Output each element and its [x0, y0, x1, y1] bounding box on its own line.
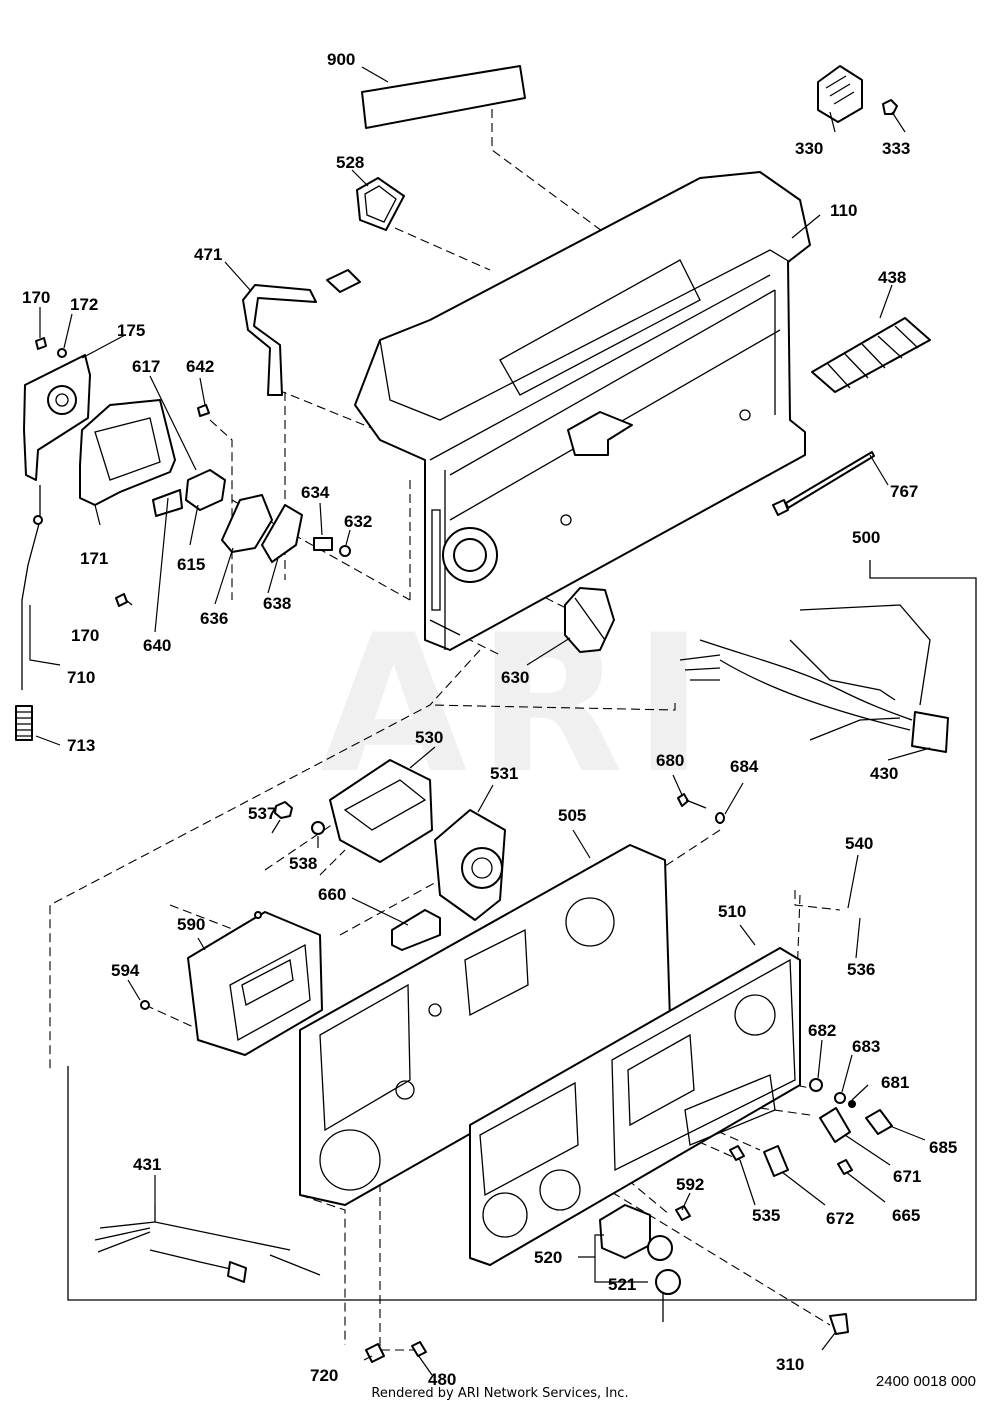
outlet-531: [434, 809, 506, 921]
spring-713: [15, 705, 33, 741]
screw-680: [677, 793, 725, 824]
switch-615: [185, 469, 226, 511]
callout-671: 671: [893, 1167, 921, 1186]
callout-638: 638: [263, 594, 291, 613]
harness-431: [94, 1205, 321, 1283]
hose-471: [242, 269, 361, 396]
callout-710: 710: [67, 668, 95, 687]
boot-438: [811, 317, 931, 393]
housing-110: [354, 171, 811, 651]
callout-310: 310: [776, 1355, 804, 1374]
decal-510: [469, 947, 801, 1266]
credit-line: Rendered by ARI Network Services, Inc.: [371, 1386, 629, 1401]
callout-682: 682: [808, 1021, 836, 1040]
outlet-530: [329, 759, 433, 863]
callout-520: 520: [534, 1248, 562, 1267]
callout-683: 683: [852, 1037, 880, 1056]
callout-labels: 900 330 333 528 110 471 438 170 172 175 …: [22, 50, 957, 1389]
callout-540: 540: [845, 834, 873, 853]
callout-630: 630: [501, 668, 529, 687]
hardware-170-172: [35, 337, 210, 607]
knob-630: [564, 587, 615, 653]
callout-634: 634: [301, 483, 330, 502]
decal-900: [361, 65, 526, 129]
diagram-id: 2400 0018 000: [875, 1373, 976, 1390]
callout-720: 720: [310, 1366, 338, 1385]
rod-710: [21, 485, 43, 690]
callout-615: 615: [177, 555, 205, 574]
callout-672: 672: [826, 1209, 854, 1228]
group-500-bracket: [67, 560, 977, 1301]
grommet-528: [356, 177, 405, 231]
callout-537: 537: [248, 804, 276, 823]
callout-536: 536: [847, 960, 875, 979]
callout-170-top: 170: [22, 288, 50, 307]
callout-110: 110: [830, 201, 857, 220]
rectifier-330: [817, 65, 863, 123]
callout-642: 642: [186, 357, 214, 376]
callout-531: 531: [490, 764, 518, 783]
callout-521: 521: [608, 1275, 636, 1294]
callout-330: 330: [795, 139, 823, 158]
cable-tie-767: [772, 451, 875, 516]
cover-171: [79, 399, 176, 506]
callout-535: 535: [752, 1206, 780, 1225]
callout-636: 636: [200, 609, 228, 628]
callout-680: 680: [656, 751, 684, 770]
callout-172: 172: [70, 295, 98, 314]
callout-713: 713: [67, 736, 95, 755]
callout-530: 530: [415, 728, 443, 747]
callout-333: 333: [882, 139, 910, 158]
callout-528: 528: [336, 153, 364, 172]
callout-685: 685: [929, 1138, 957, 1157]
gasket-638: [261, 504, 303, 563]
callout-510: 510: [718, 902, 746, 921]
callout-617: 617: [132, 357, 160, 376]
callout-900: 900: [327, 50, 355, 69]
callout-684: 684: [730, 757, 759, 776]
meter-590: [187, 911, 323, 1056]
leader-lines: [29, 66, 931, 1376]
callout-171: 171: [80, 549, 108, 568]
callout-767: 767: [890, 482, 918, 501]
callout-640: 640: [143, 636, 171, 655]
callout-505: 505: [558, 806, 586, 825]
callout-471: 471: [194, 245, 222, 264]
callout-500: 500: [852, 528, 880, 547]
callout-594: 594: [111, 961, 140, 980]
callout-681: 681: [881, 1073, 909, 1092]
hardware-right: [675, 1078, 893, 1221]
callout-538: 538: [289, 854, 317, 873]
callout-430: 430: [870, 764, 898, 783]
callout-665: 665: [892, 1206, 920, 1225]
keys-521: [647, 1235, 681, 1322]
callout-590: 590: [177, 915, 205, 934]
callout-660: 660: [318, 885, 346, 904]
callout-170-bottom: 170: [71, 626, 99, 645]
callout-592: 592: [676, 1175, 704, 1194]
nut-333: [882, 99, 898, 115]
bracket-175: [23, 354, 91, 481]
bracket-660: [391, 909, 441, 951]
callout-438: 438: [878, 268, 906, 287]
spring-634: [313, 537, 333, 551]
callout-175: 175: [117, 321, 145, 340]
callout-632: 632: [344, 512, 372, 531]
nut-594: [140, 1000, 150, 1010]
harness-430: [679, 604, 949, 753]
key-switch-520: [599, 1204, 651, 1259]
callout-431: 431: [133, 1155, 161, 1174]
ball-632: [339, 545, 351, 557]
callout-480: 480: [428, 1370, 456, 1389]
nuts-537-538: [274, 801, 325, 835]
screws-bottom: [365, 1313, 849, 1363]
